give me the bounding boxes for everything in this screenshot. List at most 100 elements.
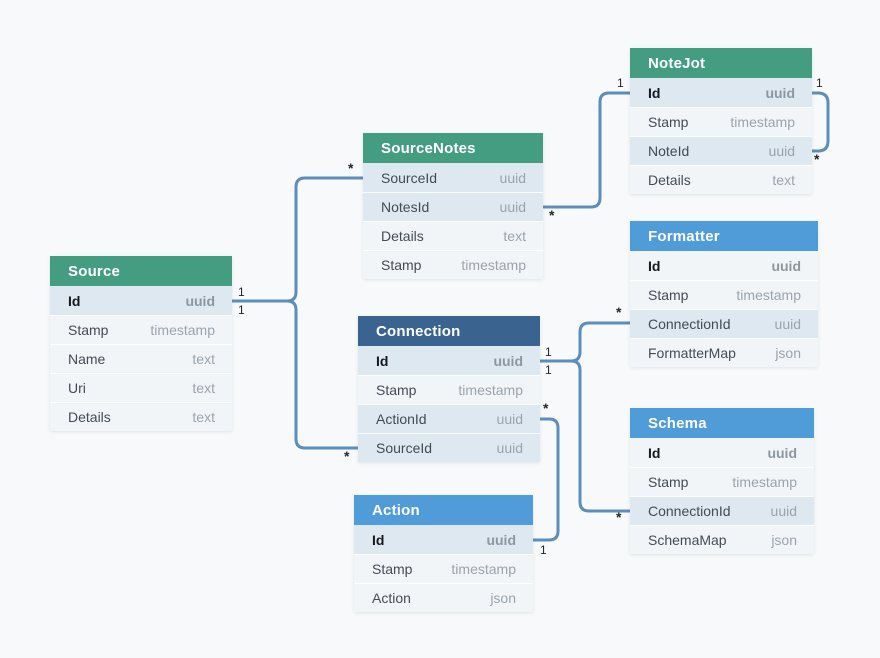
field-type: timestamp <box>732 474 797 490</box>
field-type: uuid <box>486 531 516 548</box>
cardinality-label: * <box>344 448 350 464</box>
field-type: uuid <box>496 440 523 456</box>
field-name: ConnectionId <box>648 316 731 332</box>
field-row-uri[interactable]: Uri text <box>50 373 232 402</box>
field-type: uuid <box>499 199 526 215</box>
field-name: Stamp <box>648 287 689 303</box>
field-name: Id <box>648 84 661 101</box>
field-name: NotesId <box>381 199 430 215</box>
field-row-notesid[interactable]: NotesId uuid <box>363 192 543 221</box>
table-title: SourceNotes <box>381 139 476 157</box>
relation-line-connection-formatter <box>540 321 630 363</box>
field-name: Stamp <box>648 474 689 490</box>
field-row-id[interactable]: Id uuid <box>630 438 814 467</box>
relation-line-notejot-self <box>812 91 830 153</box>
table-header[interactable]: NoteJot <box>630 48 812 78</box>
field-type: text <box>503 228 526 244</box>
table-header[interactable]: SourceNotes <box>363 133 543 163</box>
field-name: Id <box>68 292 81 309</box>
cardinality-label: 1 <box>540 543 547 557</box>
field-type: timestamp <box>461 257 526 273</box>
table-title: NoteJot <box>648 54 706 72</box>
table-title: Formatter <box>648 227 720 245</box>
table-title: Action <box>372 501 420 519</box>
relation-line-source-sourcenotes <box>232 176 363 303</box>
table-header[interactable]: Formatter <box>630 221 818 251</box>
relation-line-connection-action <box>533 417 560 542</box>
field-type: uuid <box>770 503 797 519</box>
table-header[interactable]: Schema <box>630 408 814 438</box>
field-name: Id <box>648 444 661 461</box>
field-name: Details <box>381 228 424 244</box>
field-type: uuid <box>493 352 523 369</box>
field-type: text <box>192 409 215 425</box>
field-name: Id <box>372 531 385 548</box>
cardinality-label: 1 <box>545 345 552 359</box>
field-type: uuid <box>765 84 795 101</box>
table-header[interactable]: Action <box>354 495 533 525</box>
field-type: uuid <box>499 169 526 186</box>
field-name: Stamp <box>648 114 689 130</box>
cardinality-label: 1 <box>238 285 245 299</box>
field-row-stamp[interactable]: Stamp timestamp <box>630 467 814 496</box>
field-type: uuid <box>767 444 797 461</box>
field-name: ActionId <box>376 411 427 427</box>
field-row-sourceid[interactable]: SourceId uuid <box>358 433 540 462</box>
field-type: uuid <box>771 257 801 274</box>
field-row-details[interactable]: Details text <box>363 221 543 250</box>
field-name: Uri <box>68 380 86 396</box>
table-title: Source <box>68 262 121 280</box>
field-type: uuid <box>768 143 795 159</box>
field-row-id[interactable]: Id uuid <box>354 525 533 554</box>
cardinality-label: * <box>348 160 354 176</box>
field-name: Stamp <box>372 561 413 577</box>
field-type: timestamp <box>458 382 523 398</box>
field-name: Id <box>648 257 661 274</box>
relation-line-source-connection <box>232 299 358 450</box>
cardinality-label: * <box>549 207 555 223</box>
table-header[interactable]: Source <box>50 256 232 286</box>
relation-line-connection-schema <box>540 359 630 513</box>
field-name: SchemaMap <box>648 532 727 548</box>
field-row-id[interactable]: Id uuid <box>630 78 812 107</box>
field-name: SourceId <box>376 440 433 456</box>
field-type: uuid <box>496 411 523 427</box>
field-row-actionid[interactable]: ActionId uuid <box>358 404 540 433</box>
field-name: Action <box>372 590 411 606</box>
field-type: timestamp <box>736 287 801 303</box>
cardinality-label: * <box>543 400 549 416</box>
cardinality-label: 1 <box>545 363 552 377</box>
field-type: text <box>192 380 215 396</box>
table-header[interactable]: Connection <box>358 316 540 346</box>
field-type: text <box>772 172 795 188</box>
field-row-id[interactable]: Id uuid <box>630 251 818 280</box>
field-row-stamp[interactable]: Stamp timestamp <box>630 280 818 309</box>
table-title: Schema <box>648 414 707 432</box>
cardinality-label: * <box>616 509 622 525</box>
